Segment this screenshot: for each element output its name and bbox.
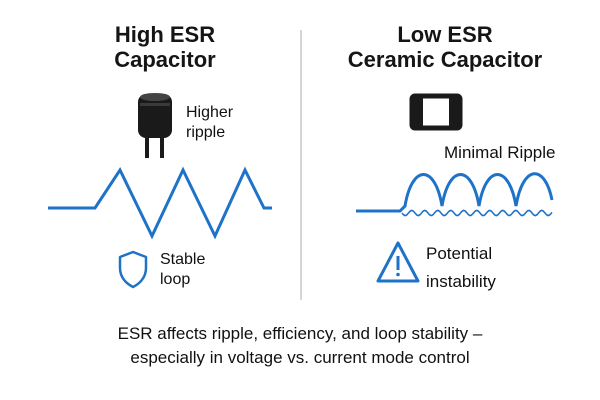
ceramic-capacitor-icon — [409, 93, 463, 131]
caption-line2: especially in voltage vs. current mode c… — [130, 348, 470, 367]
caption: ESR affects ripple, efficiency, and loop… — [20, 322, 580, 370]
potential-instability-label: Potential instability — [426, 244, 496, 291]
sine-ripple-waveform — [356, 172, 554, 217]
right-title-line1: Low ESR — [397, 22, 493, 47]
left-title-line1: High ESR — [114, 22, 216, 47]
caption-line1: ESR affects ripple, efficiency, and loop… — [117, 324, 483, 343]
shield-icon — [118, 250, 148, 289]
minimal-ripple-label: Minimal Ripple — [444, 143, 556, 162]
right-title-line2: Ceramic Capacitor — [347, 47, 543, 72]
left-panel-title: High ESR Capacitor — [40, 22, 290, 72]
right-panel-title: Low ESR Ceramic Capacitor — [310, 22, 580, 72]
higher-ripple-label: Higher ripple — [186, 104, 234, 141]
warning-triangle-icon — [376, 241, 420, 283]
left-title-line2: Capacitor — [114, 47, 216, 72]
small-ripple-trace — [401, 209, 553, 217]
stable-loop-label: Stable loop — [160, 251, 206, 288]
panel-divider — [300, 30, 302, 300]
electrolytic-capacitor-icon — [138, 93, 172, 158]
triangle-ripple-waveform — [48, 166, 272, 240]
